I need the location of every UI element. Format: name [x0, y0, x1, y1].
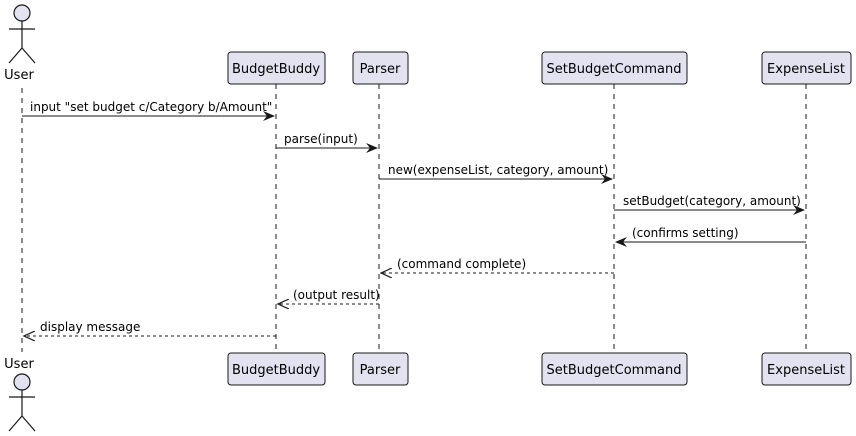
- actor-icon: [8, 373, 36, 432]
- message-4: setBudget(category, amount): [614, 194, 805, 215]
- message-label: setBudget(category, amount): [623, 194, 801, 208]
- message-7: (output result): [278, 288, 380, 304]
- participant-setbudgetcommand-bottom: SetBudgetCommand: [541, 352, 688, 386]
- actor-user-bottom: User: [4, 357, 36, 432]
- actor-user-top: User: [4, 4, 36, 83]
- message-8: display message: [24, 320, 276, 336]
- message-1: input "set budget c/Category b/Amount": [22, 100, 275, 121]
- participant-label: Parser: [360, 363, 401, 378]
- message-label: parse(input): [284, 132, 358, 146]
- participant-setbudgetcommand-top: SetBudgetCommand: [541, 51, 688, 85]
- message-label: (confirms setting): [632, 226, 739, 240]
- participant-label: BudgetBuddy: [232, 363, 320, 378]
- actor-label: User: [4, 68, 34, 83]
- participant-label: ExpenseList: [767, 62, 845, 77]
- participant-parser-top: Parser: [352, 51, 409, 85]
- participant-expenselist-bottom: ExpenseList: [761, 352, 852, 386]
- participant-label: BudgetBuddy: [232, 62, 320, 77]
- participant-budgetbuddy-bottom: BudgetBuddy: [227, 352, 326, 386]
- participant-parser-bottom: Parser: [352, 352, 409, 386]
- message-label: (command complete): [397, 257, 526, 271]
- message-label: (output result): [293, 288, 380, 302]
- participant-label: ExpenseList: [767, 363, 845, 378]
- message-6: (command complete): [381, 257, 614, 273]
- actor-icon: [8, 4, 36, 64]
- participant-budgetbuddy-top: BudgetBuddy: [227, 51, 326, 85]
- message-3: new(expenseList, category, amount): [379, 163, 613, 184]
- participant-label: SetBudgetCommand: [547, 363, 682, 378]
- participant-label: Parser: [360, 62, 401, 77]
- message-label: display message: [40, 320, 140, 334]
- lifelines: [21, 84, 807, 352]
- actor-label: User: [4, 357, 34, 372]
- participant-label: SetBudgetCommand: [547, 62, 682, 77]
- message-2: parse(input): [276, 132, 378, 153]
- message-label: new(expenseList, category, amount): [388, 163, 608, 177]
- message-5: (confirms setting): [615, 226, 806, 247]
- message-label: input "set budget c/Category b/Amount": [30, 100, 272, 114]
- participant-expenselist-top: ExpenseList: [761, 51, 852, 85]
